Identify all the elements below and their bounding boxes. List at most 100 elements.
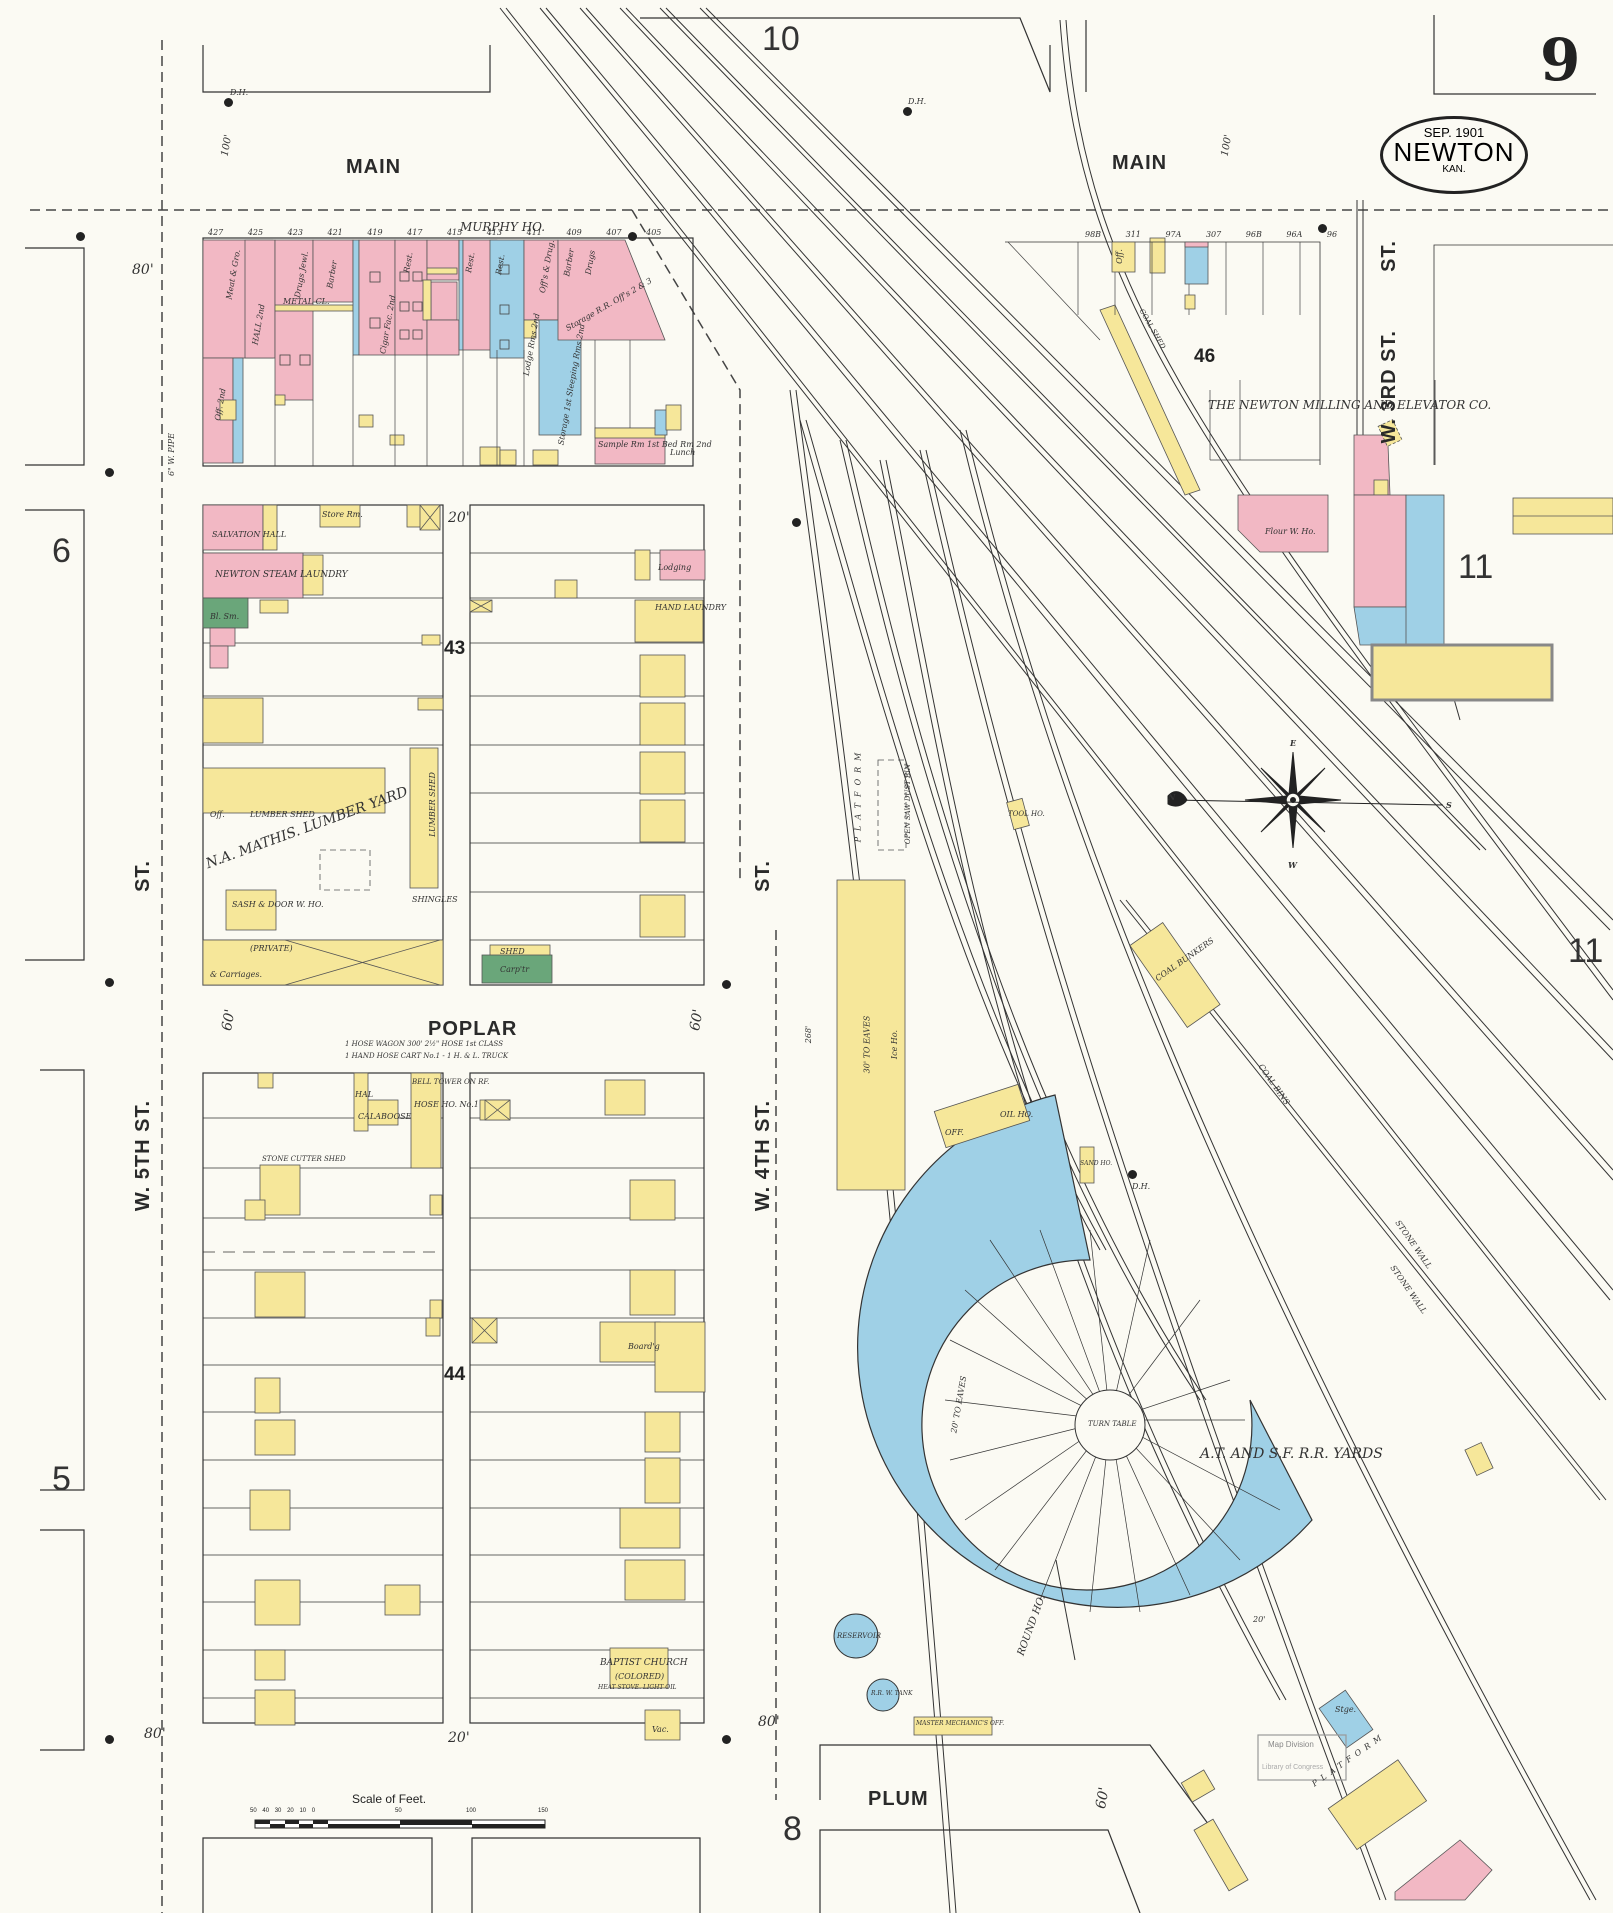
street-w5th-st: ST. <box>132 860 154 892</box>
label-salvation-hall: SALVATION HALL <box>212 530 287 539</box>
label-stone-cutter: STONE CUTTER SHED <box>262 1155 346 1163</box>
label-rail-off: OFF. <box>945 1128 964 1137</box>
compass-w: W <box>1288 860 1297 870</box>
label-bell-tower: BELL TOWER ON RF. <box>412 1078 490 1086</box>
adjacent-sheet-right-upper[interactable]: 11 <box>1458 548 1494 586</box>
block-number-46: 46 <box>1194 346 1216 367</box>
adjacent-sheet-bottom[interactable]: 8 <box>783 1810 802 1848</box>
fire-equipment-note-1: 1 HOSE WAGON 300' 2½" HOSE 1st CLASS <box>345 1040 504 1048</box>
compass-e: E <box>1290 738 1297 748</box>
adjacent-sheet-right-lower[interactable]: 11 <box>1568 932 1604 970</box>
block43-buildings <box>202 239 682 466</box>
width-bottom-left: 80' <box>144 1726 166 1742</box>
label-ice-eaves: 30' TO EAVES <box>862 1015 872 1074</box>
label-boarding: Board'g <box>628 1342 660 1351</box>
label-calaboose: CALABOOSE <box>358 1112 412 1121</box>
label-lunch: Lunch <box>670 448 696 457</box>
hydrant-label: D.H. <box>230 88 249 97</box>
hydrant-dot <box>1318 224 1327 233</box>
street-main-left: MAIN <box>346 156 402 178</box>
label-tool-house: TOOL HO. <box>1008 810 1045 818</box>
label-private: (PRIVATE) <box>250 944 293 953</box>
label-carpenter: Carp'tr <box>500 965 530 974</box>
label-lumber-off: Off. <box>210 810 225 819</box>
label-saw-dust-bin: OPEN SAW DUST BIN <box>904 763 913 845</box>
label-roundhouse-width: 20' <box>1253 1615 1266 1624</box>
scale-tick-100: 100 <box>466 1808 477 1814</box>
compass-rose <box>1167 751 1444 849</box>
label-atsf-yards: A.T. AND S.F. R.R. YARDS <box>1200 1446 1383 1462</box>
hydrant-dot <box>792 518 801 527</box>
label-storage: Stge. <box>1335 1705 1357 1714</box>
hydrant-dot <box>224 98 233 107</box>
label-master-mechanic: MASTER MECHANIC'S OFF. <box>916 1720 1005 1727</box>
label-store-rm: Store Rm. <box>322 510 363 519</box>
street-plum: PLUM <box>868 1788 929 1810</box>
label-church-note: HEAT STOVE. LIGHT OIL <box>598 1684 677 1691</box>
label-hall-44: HAL <box>355 1090 374 1099</box>
hydrant-dot <box>628 232 637 241</box>
street-poplar: POPLAR <box>428 1018 518 1040</box>
label-newton-milling: THE NEWTON MILLING AND ELEVATOR CO. <box>1208 398 1492 412</box>
map-state: KAN. <box>1442 164 1466 175</box>
label-track-length: 268' <box>804 1025 814 1044</box>
street-w5th: W. 5TH ST. <box>132 1100 154 1212</box>
hydrant-dot <box>76 232 85 241</box>
label-ice-house: Ice Ho. <box>890 1029 900 1060</box>
scale-tick-50: 50 <box>395 1808 402 1814</box>
scale-title: Scale of Feet. <box>352 1792 427 1806</box>
hydrant-dot <box>722 980 731 989</box>
adjacent-sheet-left-lower[interactable]: 5 <box>52 1460 71 1498</box>
block-number-44: 44 <box>444 1364 466 1385</box>
label-vac: Vac. <box>652 1725 669 1734</box>
fire-equipment-note-2: 1 HAND HOSE CART No.1 - 1 H. & L. TRUCK <box>345 1052 509 1060</box>
hydrant-label: D.H. <box>1132 1182 1151 1191</box>
map-date: SEP. 1901 <box>1423 125 1485 140</box>
label-shingles: SHINGLES <box>412 895 458 904</box>
block43-lower-buildings <box>202 504 706 986</box>
library-stamp <box>1257 1734 1347 1781</box>
hydrant-label: D.H. <box>908 97 927 106</box>
adjacent-sheet-left-upper[interactable]: 6 <box>52 532 71 570</box>
roundhouse <box>833 1094 1313 1712</box>
hydrant-dot <box>105 468 114 477</box>
water-pipe-note: 6" W. PIPE <box>167 433 176 476</box>
hydrant-dot <box>1128 1170 1137 1179</box>
label-steam-laundry: NEWTON STEAM LAUNDRY <box>215 570 348 580</box>
compass-n: N <box>1168 792 1176 802</box>
label-carriages: & Carriages. <box>210 970 263 979</box>
street-dashed-lines <box>30 40 1613 1913</box>
street-w3rd: W. 3RD ST. <box>1378 330 1400 444</box>
width-w5th-top: 80' <box>132 262 154 278</box>
label-block46-off: Off. <box>1114 249 1124 264</box>
stamp-line-1: Map Division <box>1268 1740 1314 1749</box>
label-hose-house: HOSE HO. No.1 <box>414 1100 479 1109</box>
label-sand-house: SAND HO. <box>1080 1160 1113 1167</box>
street-main-right: MAIN <box>1112 152 1168 174</box>
label-shed: SHED <box>500 947 525 956</box>
title-cartouche: SEP. 1901 NEWTON KAN. <box>1380 116 1528 194</box>
label-oil-house: OIL HO. <box>1000 1110 1034 1119</box>
label-lumber-shed: LUMBER SHED <box>250 810 315 819</box>
hydrant-dot <box>722 1735 731 1744</box>
label-sample-rm: Sample Rm 1st Bed Rm 2nd <box>598 440 712 449</box>
label-sash-door: SASH & DOOR W. HO. <box>232 900 324 909</box>
block46-addresses: 98B 311 97A 307 96B 96A 96 <box>1085 230 1338 239</box>
label-platform-1: PLATFORM <box>853 746 863 843</box>
label-metal-cl: METAL CL. <box>283 297 330 306</box>
scale-ticks-left: 50 40 30 20 10 0 <box>250 1808 316 1814</box>
top-blocks <box>25 15 1596 1751</box>
label-reservoir: RESERVOIR <box>837 1632 882 1640</box>
street-w4th-st: ST. <box>752 860 774 892</box>
width-bottom-mid: 80' <box>758 1714 780 1730</box>
label-lumber-shed-2: LUMBER SHED <box>427 772 437 837</box>
railroad-tracks <box>499 7 1613 1913</box>
scale-tick-150: 150 <box>538 1808 549 1814</box>
label-baptist-church: BAPTIST CHURCH <box>600 1658 688 1668</box>
label-bl-sm: Bl. Sm. <box>210 612 240 621</box>
label-water-tank: R.R. W. TANK <box>871 1690 913 1697</box>
label-turntable: TURN TABLE <box>1088 1420 1137 1428</box>
adjacent-sheet-top[interactable]: 10 <box>762 20 800 58</box>
